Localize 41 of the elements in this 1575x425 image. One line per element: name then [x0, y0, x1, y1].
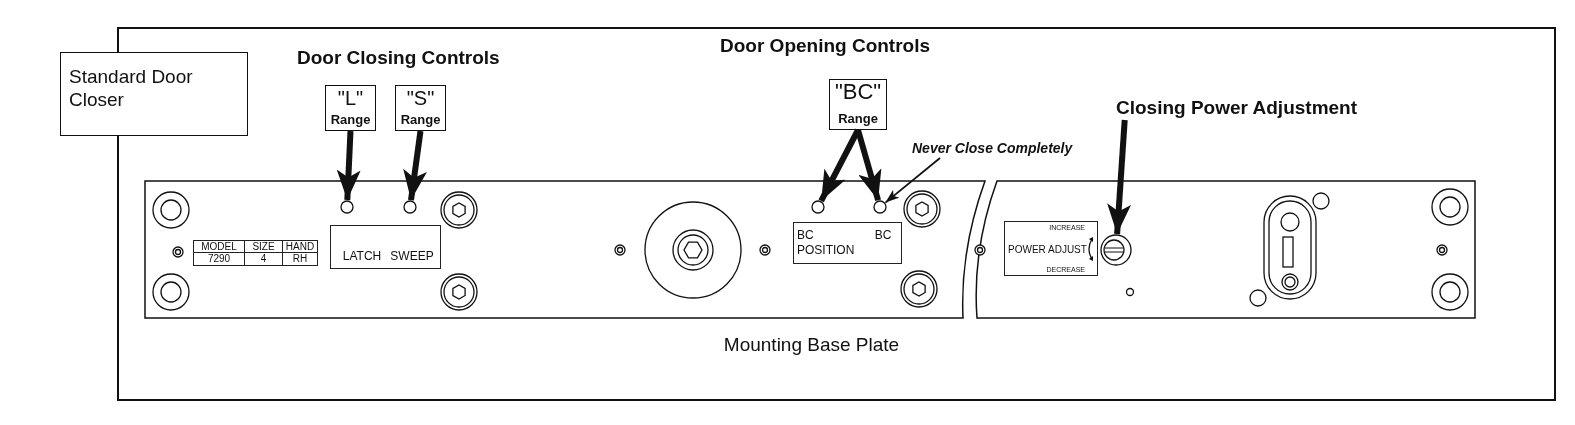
table-value: RH: [282, 253, 317, 265]
range-label: Range: [399, 112, 442, 128]
label-plate: [793, 222, 902, 264]
section-heading: Door Opening Controls: [720, 34, 932, 58]
table-header: SIZE: [244, 241, 282, 253]
plate-label: POWER ADJUST: [1008, 243, 1087, 256]
plate-caption: Mounting Base Plate: [722, 333, 901, 357]
box-label: Standard Door Closer: [69, 65, 194, 111]
callout-box: [829, 79, 887, 130]
range-label: Range: [837, 111, 879, 127]
leader-arrow: [884, 157, 941, 204]
plate-label: LATCH: [341, 248, 383, 264]
adjustment-hole: [340, 200, 354, 214]
arrow: [1107, 119, 1132, 235]
adjustment-hole: [873, 200, 887, 214]
table-header: HAND: [282, 241, 317, 253]
label-plate: [330, 225, 441, 269]
adjustment-hole: [811, 200, 825, 214]
plate-label: BC: [873, 228, 893, 243]
table-header: MODEL: [194, 241, 244, 253]
model-table: [193, 240, 318, 266]
callout-heading: Closing Power Adjustment: [1116, 96, 1406, 120]
callout-box: [395, 85, 446, 131]
plate-label: SWEEP: [389, 248, 435, 264]
arrow: [336, 130, 361, 201]
range-letter: "S": [405, 87, 436, 109]
table-value: 7290: [206, 253, 232, 265]
range-letter: "BC": [833, 81, 883, 103]
plate-label: BC POSITION: [797, 228, 856, 258]
arrow: [403, 130, 427, 201]
callout-box: [325, 85, 376, 131]
adjustment-screw: [1100, 234, 1132, 266]
range-label: Range: [329, 112, 372, 128]
arrow: [855, 129, 882, 202]
callout-text: Never Close Completely: [912, 138, 1112, 158]
table-value: 4: [244, 253, 282, 265]
range-letter: "L": [336, 87, 365, 109]
label-plate: [1004, 221, 1098, 276]
adjustment-hole: [403, 200, 417, 214]
label-box: [60, 52, 248, 136]
section-heading: Door Closing Controls: [297, 46, 501, 70]
